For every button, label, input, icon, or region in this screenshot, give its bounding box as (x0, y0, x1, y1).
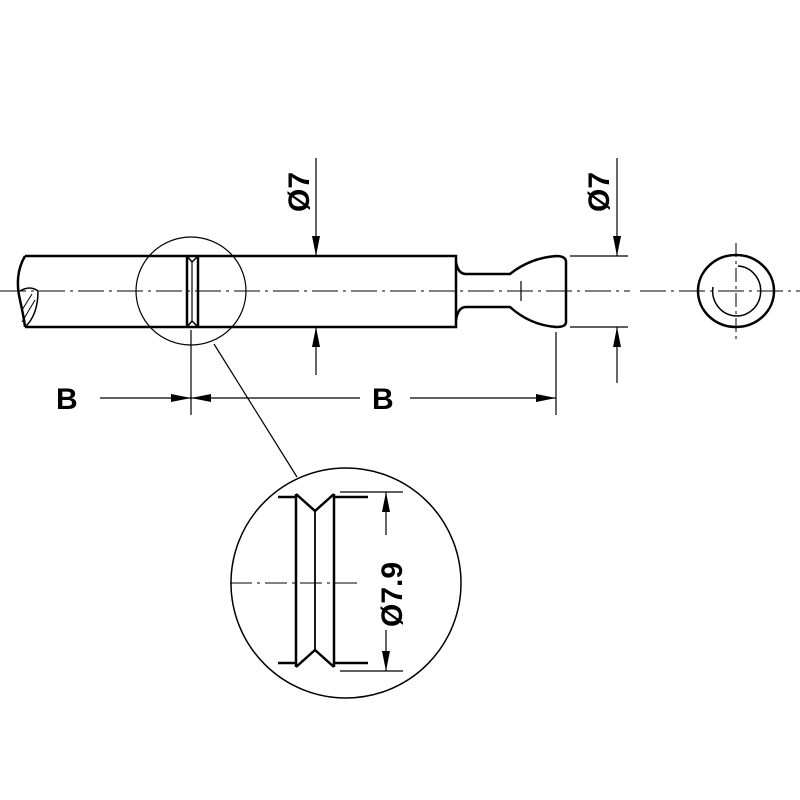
dim-groove-diameter: Ø7.9 (376, 562, 409, 627)
detail-marker-circle (135, 236, 247, 346)
dim-head-diameter: Ø7 (583, 172, 616, 212)
groove-detail (278, 493, 368, 668)
dim-left-b: B (56, 383, 78, 416)
dim-shaft-diameter: Ø7 (283, 172, 316, 212)
end-view (696, 243, 776, 339)
dim-right-b: B (372, 383, 394, 416)
dowel-shaft (16, 254, 568, 329)
detail-leader-line (213, 343, 298, 478)
